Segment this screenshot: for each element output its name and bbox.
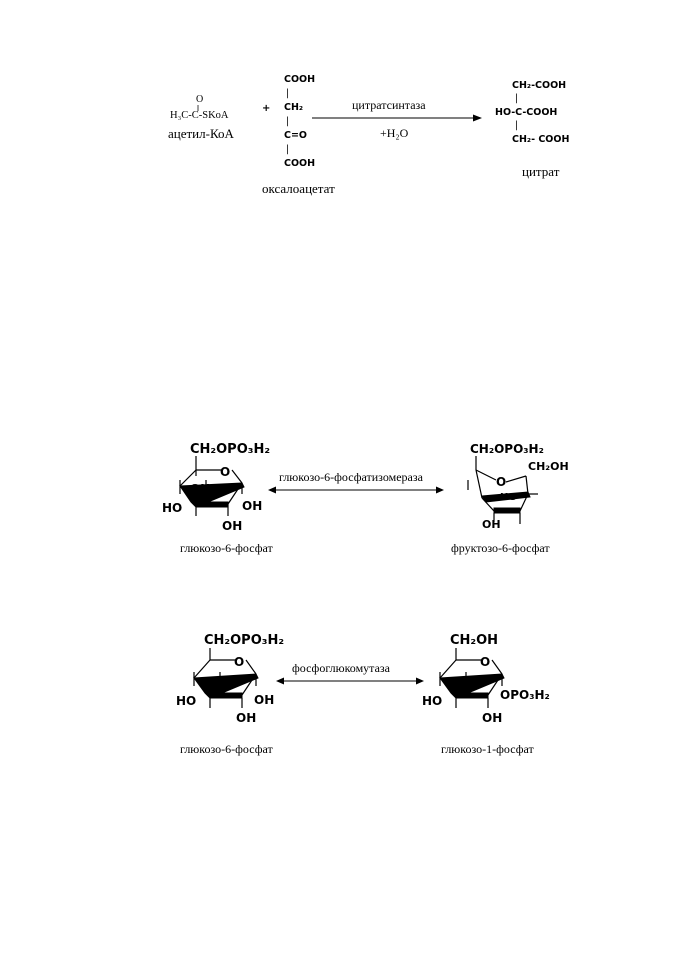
- double-bond-mark: ‖: [197, 104, 200, 113]
- citrate-line: HO-C-COOH: [495, 107, 558, 118]
- glucose-6-phosphate-structure: CH₂OPO₃H₂ O OH HO OH OH: [162, 442, 270, 533]
- glucose-1-phosphate-label: глюкозо-1-фосфат: [441, 742, 534, 756]
- oxaloacetate-line: |: [286, 144, 290, 155]
- glucose-6-phosphate-structure: CH₂OPO₃H₂ O OH HO OH OH: [176, 633, 284, 725]
- ch2oh-label: CH₂OH: [528, 460, 569, 473]
- reaction-arrow: [312, 114, 482, 122]
- ring-oxygen-label: O: [480, 655, 490, 669]
- hydroxyl-label: OH: [204, 675, 224, 689]
- substituent-label: CH₂OPO₃H₂: [190, 442, 270, 457]
- citrate-line: |: [515, 93, 519, 104]
- oxaloacetate-line: |: [286, 116, 290, 127]
- citrate-line: CH₂- COOH: [512, 134, 570, 145]
- oxaloacetate-line: CH₂: [284, 102, 304, 113]
- enzyme-label: цитратсинтаза: [352, 98, 426, 112]
- hydroxyl-label: OH: [190, 482, 210, 496]
- equilibrium-arrow: [268, 486, 444, 494]
- ring-oxygen-label: O: [496, 475, 506, 489]
- fructose-6-phosphate-structure: CH₂OPO₃H₂ O CH₂OH HO OH: [467, 442, 569, 531]
- substituent-label: CH₂OPO₃H₂: [470, 442, 544, 456]
- glucose-1-phosphate-structure: CH₂OH O OH HO OPO₃H₂ OH: [422, 633, 550, 725]
- acetyl-coa-formula: H₃C-C-SKoA: [170, 110, 229, 121]
- oxaloacetate-line: |: [286, 88, 290, 99]
- citrate-label: цитрат: [522, 164, 560, 179]
- hydroxyl-label: HO: [422, 694, 442, 708]
- oxaloacetate-line: COOH: [284, 158, 316, 169]
- citrate-line: |: [515, 120, 519, 131]
- ring-oxygen-label: O: [234, 655, 244, 669]
- glucose-6-phosphate-label: глюкозо-6-фосфат: [180, 742, 273, 756]
- water-label: +H₂O: [380, 126, 409, 140]
- hydroxyl-label: OH: [222, 519, 242, 533]
- hydroxyl-label: OH: [236, 711, 256, 725]
- oxaloacetate-line: COOH: [284, 74, 316, 85]
- hydroxyl-label: OH: [482, 518, 501, 531]
- fructose-6-phosphate-label: фруктозо-6-фосфат: [451, 541, 550, 555]
- hydroxyl-label: OH: [482, 711, 502, 725]
- oxaloacetate-structure: COOH | CH₂ | C=O | COOH: [284, 72, 315, 172]
- citrate-line: CH₂-COOH: [512, 80, 567, 91]
- phosphate-label: OPO₃H₂: [500, 688, 550, 702]
- hydroxyl-label: HO: [162, 501, 182, 515]
- hydroxyl-label: OH: [450, 675, 470, 689]
- ring-oxygen-label: O: [220, 465, 230, 479]
- acetyl-coa-label: ацетил-КоА: [168, 126, 234, 141]
- enzyme-label: фосфоглюкомутаза: [292, 661, 390, 675]
- plus-sign: +: [262, 103, 271, 114]
- oxaloacetate-line: C=O: [284, 130, 308, 141]
- glucose-6-phosphate-label: глюкозо-6-фосфат: [180, 541, 273, 555]
- substituent-label: CH₂OPO₃H₂: [204, 633, 284, 648]
- oxaloacetate-label: оксалоацетат: [262, 181, 335, 196]
- substituent-label: CH₂OH: [450, 633, 498, 648]
- hydroxyl-label: OH: [242, 499, 262, 513]
- hydroxyl-label: HO: [500, 492, 517, 503]
- hydroxyl-label: OH: [254, 693, 274, 707]
- acetyl-carbonyl-oxygen: O: [196, 94, 204, 105]
- enzyme-label: глюкозо-6-фосфатизомераза: [279, 470, 423, 484]
- equilibrium-arrow: [276, 677, 424, 685]
- citrate-structure: CH₂-COOH | HO-C-COOH | CH₂- COOH: [495, 78, 569, 147]
- hydroxyl-label: HO: [176, 694, 196, 708]
